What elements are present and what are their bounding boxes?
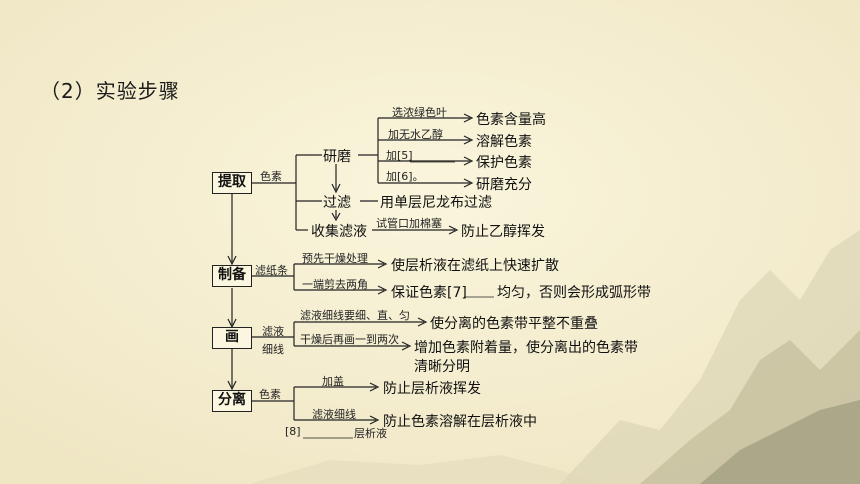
line-note-label: 滤液细线: [312, 408, 356, 421]
step-extract-box: 提取: [212, 172, 252, 194]
result-increase-line1: 增加色素附着量，使分离出的色素带: [414, 340, 638, 356]
filtrate-label: 滤液: [262, 325, 284, 338]
add-blank6-label: 加[6]。: [386, 170, 424, 183]
filter-paper-label: 滤纸条: [255, 264, 288, 277]
tube-plug-label: 试管口加棉塞: [376, 217, 442, 230]
result-uniform: 均匀，否则会形成弧形带: [497, 285, 651, 301]
line-requirement-label: 滤液细线要细、直、匀: [300, 309, 410, 322]
result-protect: 保护色素: [476, 155, 532, 171]
solvent-label: 层析液: [354, 427, 387, 440]
result-fast-spread: 使层析液在滤纸上快速扩散: [391, 258, 559, 274]
green-leaf-label: 选浓绿色叶: [392, 106, 447, 119]
result-grind-full: 研磨充分: [476, 177, 532, 193]
result-band-neat: 使分离的色素带平整不重叠: [430, 316, 598, 332]
step-draw-box: 画: [212, 327, 252, 349]
grind-node: 研磨: [323, 149, 351, 165]
filter-node: 过滤: [323, 195, 351, 211]
result-ensure-7: 保证色素[7]: [391, 285, 467, 301]
thin-line-label: 细线: [262, 343, 284, 356]
step-prepare-box: 制备: [212, 265, 252, 287]
result-increase-line2: 清晰分明: [414, 359, 470, 375]
result-single-nylon: 用单层尼龙布过滤: [380, 195, 492, 211]
blank-8-label: [8]: [285, 425, 301, 438]
cover-label: 加盖: [322, 375, 344, 388]
extract-pigment-label: 色素: [260, 170, 282, 183]
redraw-label: 干燥后再画一到两次: [300, 333, 399, 346]
separate-pigment-label: 色素: [259, 388, 281, 401]
result-prevent-evap: 防止乙醇挥发: [461, 224, 545, 240]
section-heading: （2）实验步骤: [40, 79, 180, 103]
ethanol-label: 加无水乙醇: [388, 128, 443, 141]
result-prevent-dissolve: 防止色素溶解在层析液中: [383, 414, 537, 430]
pre-dry-label: 预先干燥处理: [302, 252, 368, 265]
cut-corners-label: 一端剪去两角: [302, 278, 368, 291]
add-blank5-label: 加[5]: [386, 149, 413, 162]
step-separate-box: 分离: [212, 390, 252, 412]
result-dissolve: 溶解色素: [476, 134, 532, 150]
collect-filtrate-node: 收集滤液: [311, 224, 367, 240]
result-content-high: 色素含量高: [476, 112, 546, 128]
result-prevent-solvent: 防止层析液挥发: [383, 381, 481, 397]
